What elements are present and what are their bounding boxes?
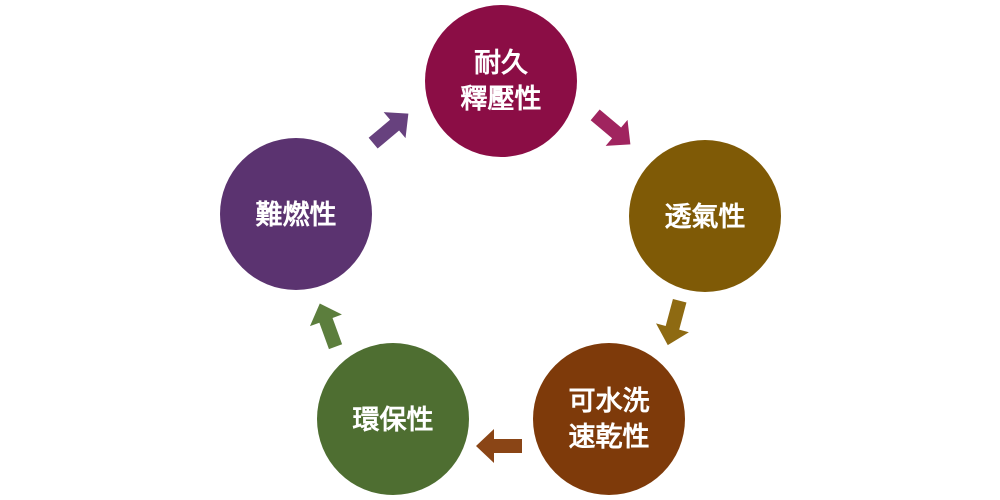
node-flame-retardant: 難燃性 xyxy=(220,138,372,290)
node-circle xyxy=(220,138,372,290)
node-label-line-1: 透氣性 xyxy=(665,202,746,233)
node-breathability: 透氣性 xyxy=(629,140,781,292)
arrow-flame-to-durable xyxy=(368,112,409,149)
node-label-line-1: 耐久 xyxy=(474,48,528,79)
arrow-shape xyxy=(656,298,689,346)
node-label-line-2: 速乾性 xyxy=(569,422,650,453)
arrow-durable-to-breathability xyxy=(590,109,631,146)
node-label-line-1: 可水洗 xyxy=(569,386,650,417)
node-durable-pressure: 耐久 釋壓性 xyxy=(425,5,577,157)
node-circle xyxy=(317,343,469,495)
arrow-washable-to-eco xyxy=(476,429,522,463)
node-label-line-2: 釋壓性 xyxy=(461,84,542,115)
node-eco-friendly: 環保性 xyxy=(317,343,469,495)
arrow-eco-to-flame xyxy=(309,303,343,350)
node-label-line-1: 難燃性 xyxy=(256,200,337,231)
arrow-breathability-to-washable xyxy=(656,298,689,346)
node-circle xyxy=(629,140,781,292)
arrow-shape xyxy=(368,112,409,149)
node-circle xyxy=(425,5,577,157)
node-circle xyxy=(533,343,685,495)
node-label-line-1: 環保性 xyxy=(353,405,434,436)
arrow-shape xyxy=(476,429,522,463)
node-washable-quickdry: 可水洗 速乾性 xyxy=(533,343,685,495)
arrow-shape xyxy=(590,109,631,146)
arrow-shape xyxy=(309,303,343,350)
